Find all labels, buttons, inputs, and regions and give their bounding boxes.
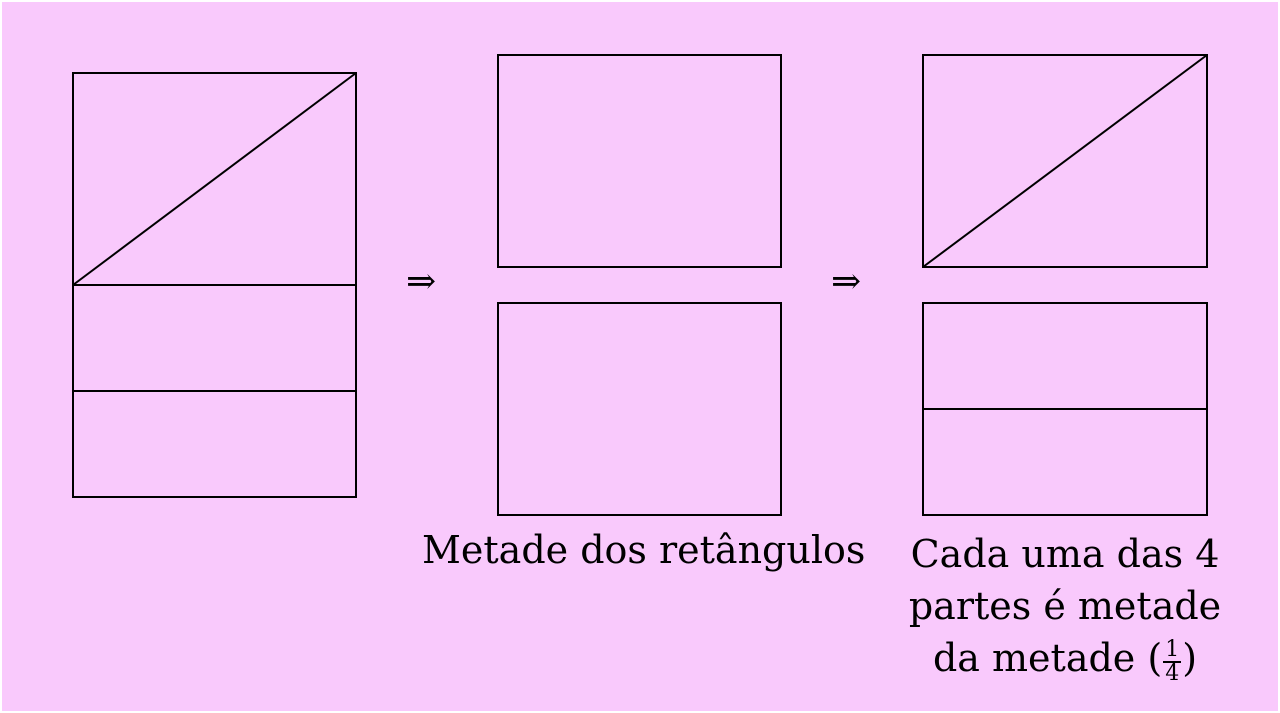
fraction-numerator: 1	[1163, 636, 1182, 663]
fraction-denominator: 4	[1165, 660, 1180, 686]
implies-arrow-1: ⇒	[406, 261, 437, 302]
implies-arrow-2: ⇒	[831, 261, 862, 302]
caption-right-line-3-close: )	[1182, 636, 1198, 680]
caption-right-line-2: partes é metade	[908, 584, 1222, 628]
caption-right: Cada uma das 4 partes é metade da metade…	[900, 528, 1230, 685]
caption-middle: Metade dos retângulos	[422, 528, 866, 572]
right-top-rectangle	[922, 54, 1208, 268]
caption-right-line-1: Cada uma das 4	[910, 532, 1220, 576]
left-diagonal	[72, 72, 357, 286]
right-diagonal	[922, 54, 1208, 268]
middle-top-rectangle	[497, 54, 782, 268]
middle-bottom-rectangle	[497, 302, 782, 516]
caption-right-line-3-text: da metade (	[932, 636, 1163, 680]
